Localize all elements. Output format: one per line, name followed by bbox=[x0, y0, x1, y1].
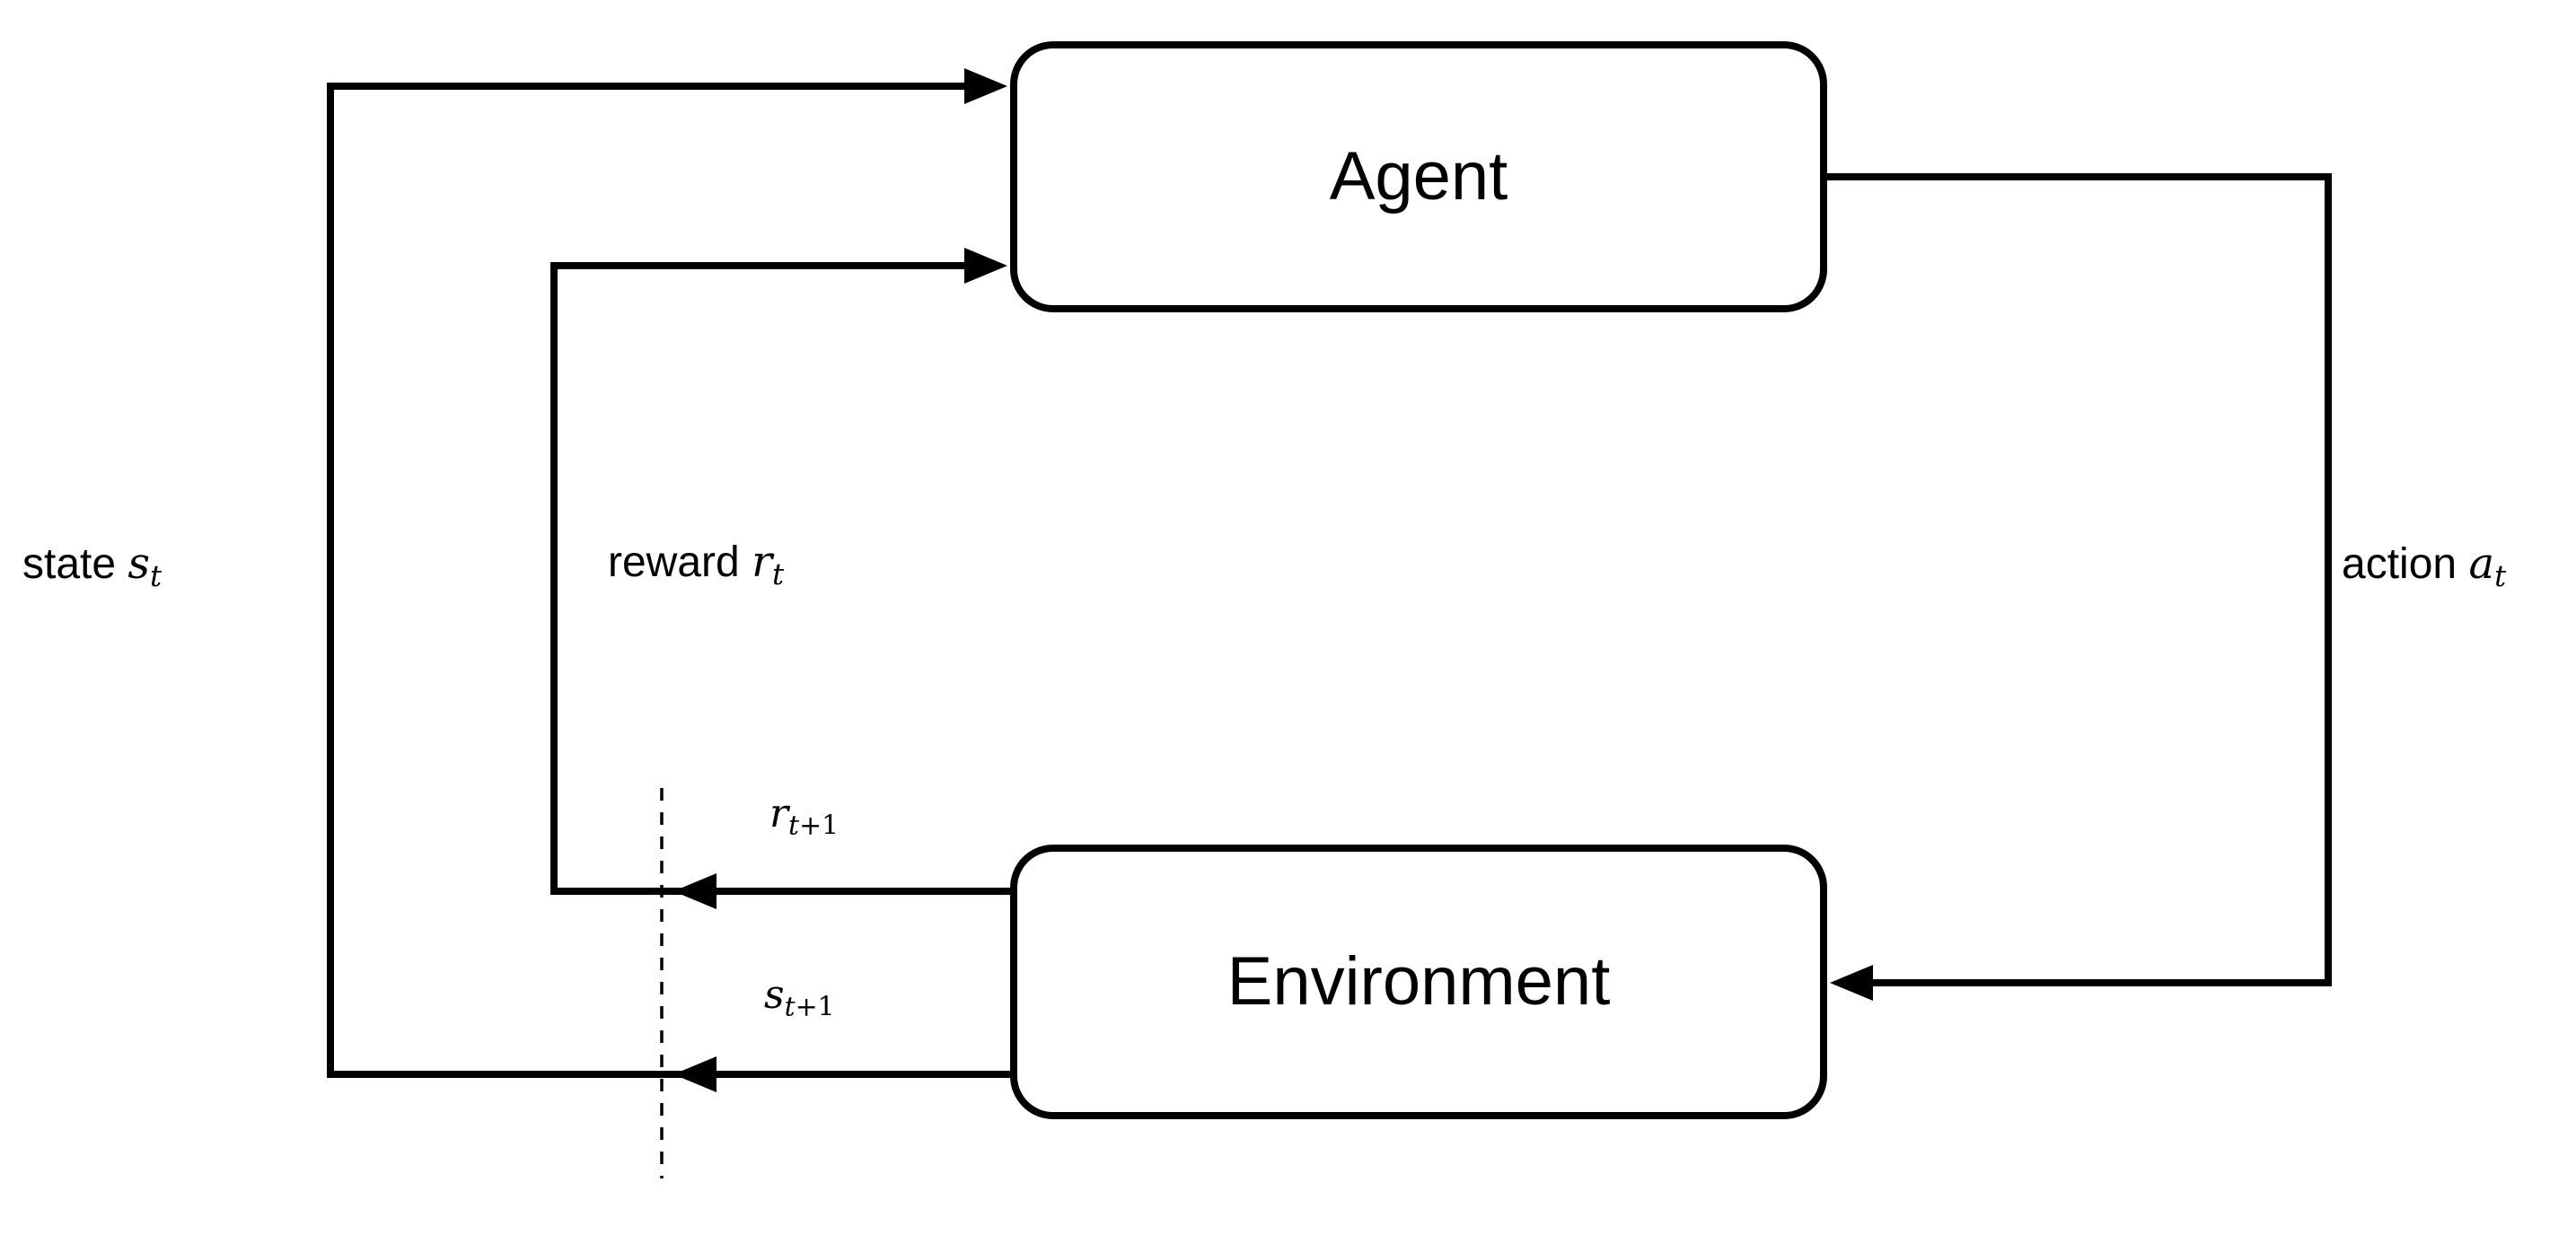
environment-label: Environment bbox=[1226, 943, 1611, 1020]
action-line bbox=[1823, 173, 2332, 986]
next-state-arrowhead bbox=[673, 1056, 717, 1092]
state-symbol: s bbox=[127, 539, 151, 589]
reward-subscript: t bbox=[772, 557, 785, 592]
state-label: state st bbox=[22, 539, 162, 592]
reward-symbol: r bbox=[752, 537, 773, 587]
reward-arrowhead-into-agent bbox=[964, 248, 1007, 284]
action-label: action at bbox=[2342, 539, 2506, 592]
state-subscript: t bbox=[150, 559, 163, 594]
reward-label: reward rt bbox=[608, 537, 784, 591]
state-word: state bbox=[22, 540, 117, 588]
action-word: action bbox=[2342, 540, 2457, 588]
agent-label: Agent bbox=[1329, 138, 1508, 215]
next-state-subscript-var: t bbox=[784, 991, 796, 1023]
next-state-symbol: s bbox=[764, 972, 785, 1018]
next-state-label: st+1 bbox=[764, 972, 835, 1023]
next-reward-subscript-var: t bbox=[788, 810, 800, 842]
action-subscript: t bbox=[2494, 559, 2507, 594]
state-feedback-line bbox=[327, 83, 1015, 1078]
action-symbol: a bbox=[2468, 539, 2495, 589]
next-reward-subscript-op: +1 bbox=[799, 810, 840, 842]
state-arrowhead-into-agent bbox=[964, 68, 1007, 104]
reward-word: reward bbox=[608, 539, 740, 586]
next-state-subscript-op: +1 bbox=[795, 991, 835, 1023]
agent-node: Agent bbox=[1010, 41, 1827, 312]
action-arrowhead-into-environment bbox=[1830, 965, 1873, 1001]
next-reward-arrowhead bbox=[673, 873, 717, 909]
environment-node: Environment bbox=[1010, 845, 1827, 1119]
reward-feedback-line bbox=[550, 262, 1015, 895]
next-reward-label: rt+1 bbox=[769, 791, 839, 841]
next-reward-symbol: r bbox=[769, 791, 789, 836]
